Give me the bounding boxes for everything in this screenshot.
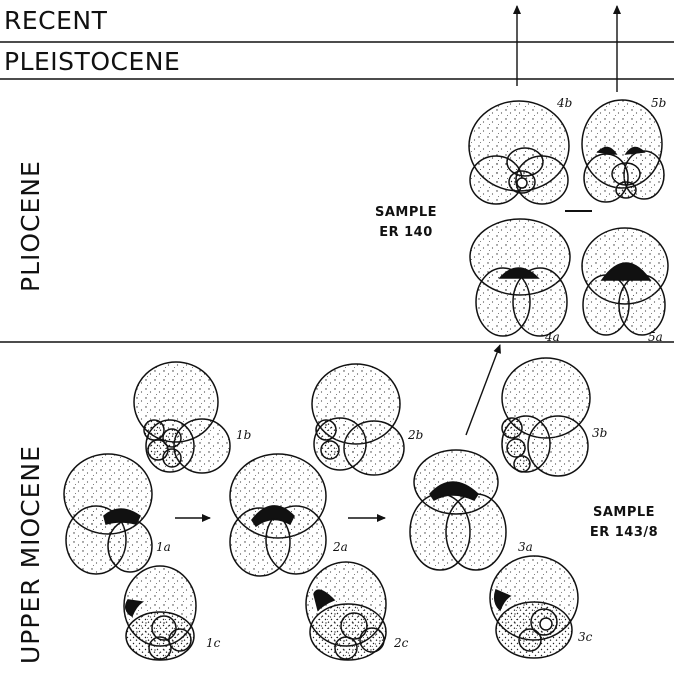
epoch-label-upper-miocene: UPPER MIOCENE [16,445,45,664]
specimen-5b [582,100,664,202]
sample-label-miocene-line2: ER 143/8 [582,523,666,543]
specimen-1a [64,454,152,574]
sample-label-pliocene-line1: SAMPLE [366,203,446,223]
specimen-2c [306,562,386,660]
specimen-label-1a: 1a [156,540,171,554]
specimen-3c [490,556,578,658]
specimen-label-5b: 5b [651,96,666,110]
epoch-label-pliocene: PLIOCENE [16,160,45,292]
specimen-4a [470,219,570,336]
specimen-3a [410,450,506,570]
specimen-label-2a: 2a [333,540,348,554]
specimen-label-3a: 3a [518,540,533,554]
specimen-label-3c: 3c [578,630,592,644]
specimen-2b [312,364,404,475]
specimen-1c [124,566,196,660]
arrow-3-to-4 [466,345,500,435]
sample-label-pliocene-line2: ER 140 [366,223,446,243]
epoch-label-pleistocene: PLEISTOCENE [4,47,180,76]
epoch-label-recent: RECENT [4,6,107,35]
specimen-1b [134,362,230,473]
specimen-label-5a: 5a [648,330,663,344]
sample-label-miocene-line1: SAMPLE [582,503,666,523]
specimen-label-4b: 4b [557,96,572,110]
sample-label-pliocene: SAMPLE ER 140 [366,203,446,243]
specimen-label-2b: 2b [408,428,423,442]
specimen-label-1b: 1b [236,428,251,442]
specimen-2a [230,454,326,576]
specimen-label-1c: 1c [206,636,220,650]
specimen-3b [502,358,590,476]
specimen-4b [469,101,569,204]
specimen-label-2c: 2c [394,636,408,650]
sample-label-miocene: SAMPLE ER 143/8 [582,503,666,543]
specimen-5a [582,228,668,335]
specimen-label-3b: 3b [592,426,607,440]
specimen-label-4a: 4a [545,330,560,344]
